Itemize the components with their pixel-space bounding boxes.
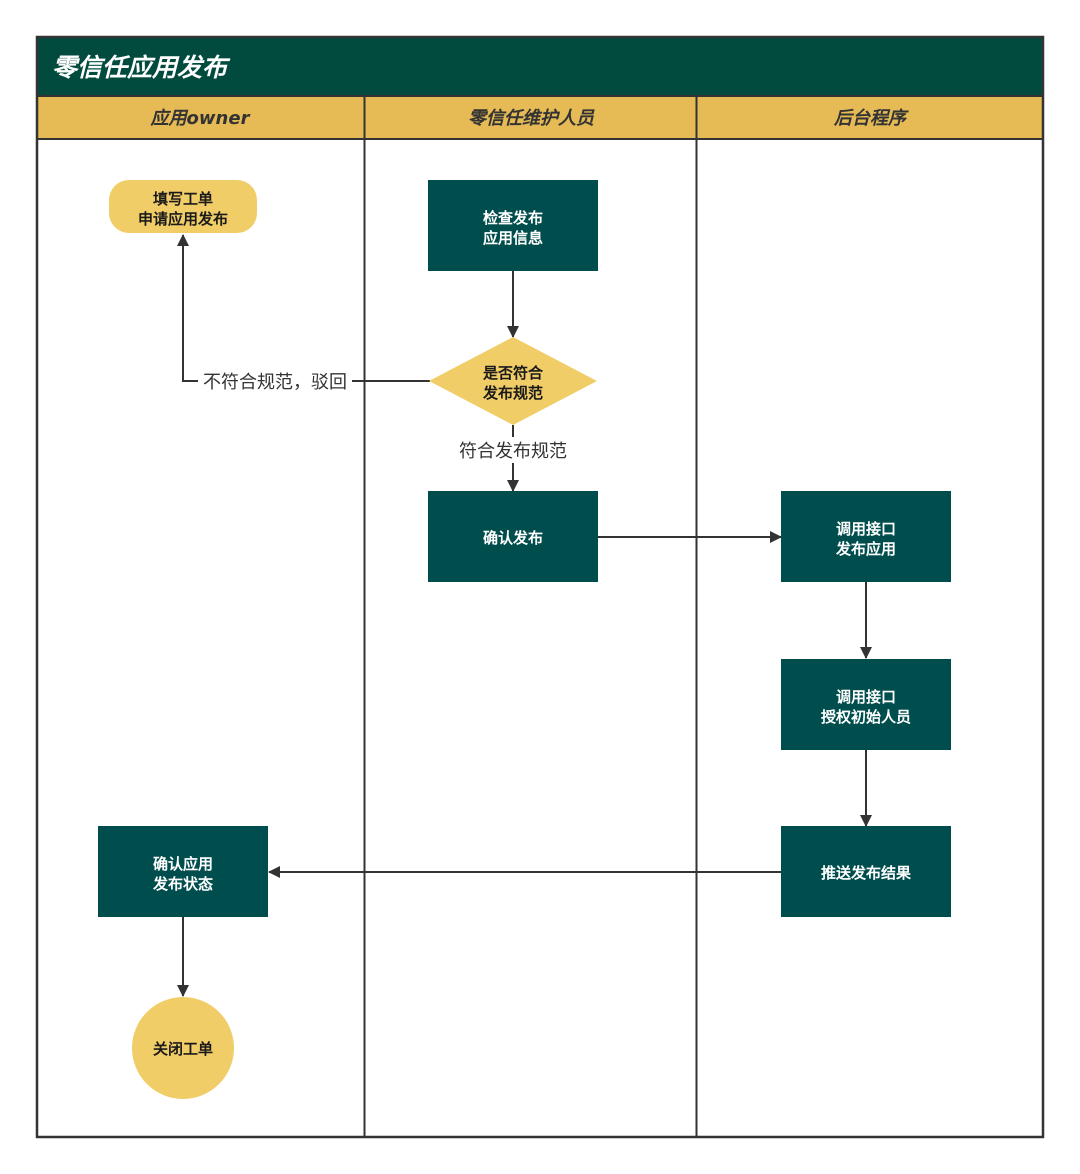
node-confirm-status-line1: 确认应用 [153, 855, 213, 873]
node-fill-form-line1: 填写工单 [153, 190, 213, 208]
node-confirm-publish-line1: 确认发布 [483, 529, 543, 547]
lane-label-maintainer: 零信任维护人员 [468, 108, 595, 129]
node-close-ticket [132, 997, 234, 1099]
accept-label: 符合发布规范 [459, 441, 567, 462]
node-call-authorize-line2: 授权初始人员 [821, 708, 911, 726]
node-call-publish [781, 491, 951, 582]
diagram-frame [35, 35, 1045, 1139]
node-check-info-line1: 检查发布 [483, 209, 543, 227]
edge-decision-reject [177, 234, 430, 382]
lane-header-owner [37, 96, 364, 138]
node-decision-line1: 是否符合 [482, 364, 544, 382]
node-fill-form [109, 180, 257, 233]
node-close-ticket-line1: 关闭工单 [153, 1040, 213, 1058]
lane-label-backend: 后台程序 [833, 108, 909, 129]
lane-header-backend [697, 96, 1043, 138]
node-check-info [428, 180, 598, 271]
lane-header-maintainer [365, 96, 696, 138]
node-call-authorize [781, 659, 951, 750]
node-confirm-publish [428, 491, 598, 582]
reject-label-bg [198, 369, 352, 393]
node-confirm-status-line2: 发布状态 [152, 875, 213, 893]
node-push-result [781, 826, 951, 917]
node-confirm-status [98, 826, 268, 917]
node-call-publish-line1: 调用接口 [836, 520, 896, 538]
lane-label-owner: 应用owner [150, 108, 251, 129]
accept-label-bg [455, 437, 573, 463]
node-check-info-line2: 应用信息 [483, 229, 543, 247]
node-push-result-line1: 推送发布结果 [821, 864, 912, 882]
node-decision-line2: 发布规范 [482, 384, 543, 402]
reject-label: 不符合规范，驳回 [203, 372, 347, 393]
title-bar [37, 37, 1043, 95]
node-call-authorize-line1: 调用接口 [836, 688, 896, 706]
node-call-publish-line2: 发布应用 [835, 540, 896, 558]
node-fill-form-line2: 申请应用发布 [138, 210, 228, 228]
node-decision [429, 337, 597, 425]
diagram-title: 零信任应用发布 [52, 53, 231, 82]
